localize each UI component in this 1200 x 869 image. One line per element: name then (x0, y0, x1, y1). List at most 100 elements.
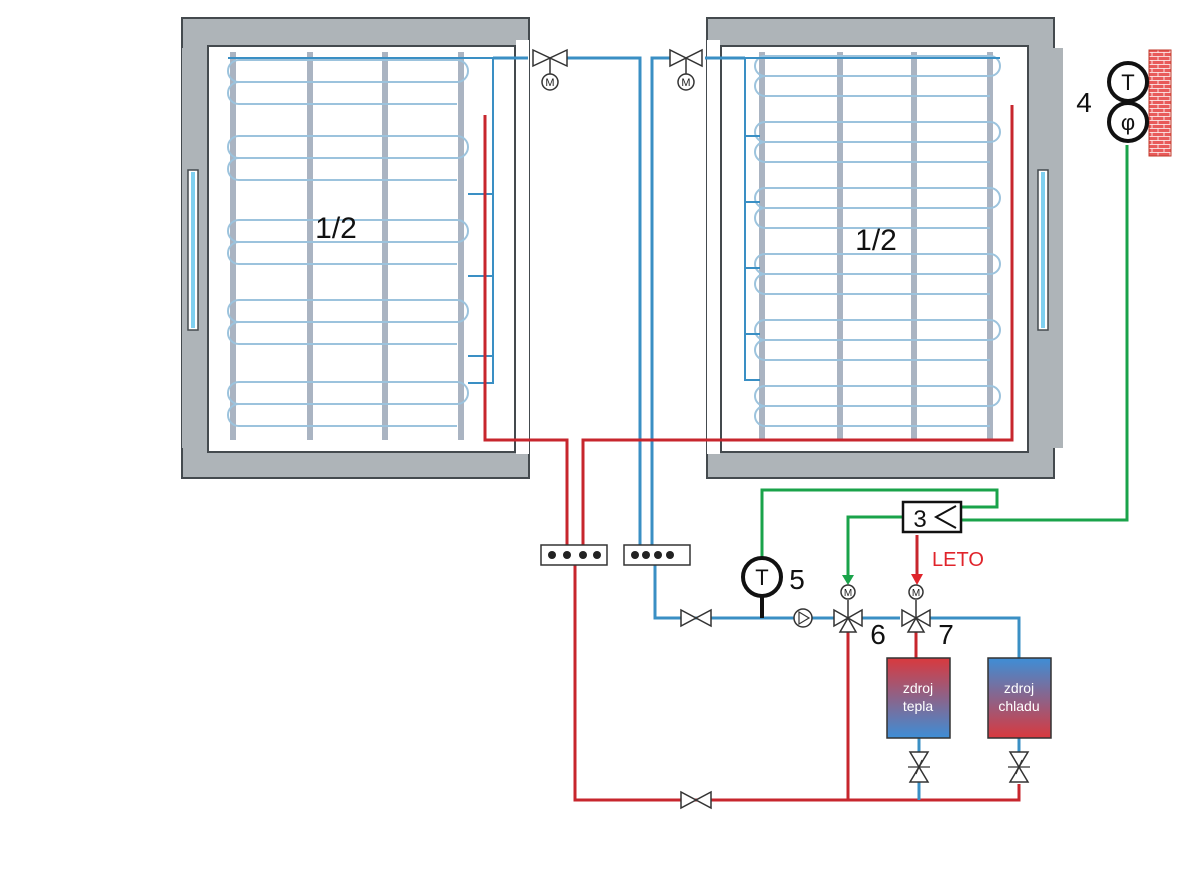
signal-wire (945, 145, 1129, 522)
room-floor (720, 45, 1029, 453)
controller-icon (901, 500, 963, 534)
circulation-pump[interactable] (793, 608, 813, 628)
room-floor (207, 45, 516, 453)
check-valve-icon (1008, 751, 1030, 769)
mixing-valve[interactable]: M (833, 584, 863, 633)
floor-coil (754, 187, 1001, 229)
controller[interactable]: 3 (901, 500, 963, 534)
signal-wire (846, 515, 903, 577)
signal-wire (760, 488, 999, 583)
supply-manifold (623, 544, 691, 566)
floor-rail (759, 52, 765, 440)
valve-icon (694, 608, 712, 628)
floor-rail (987, 52, 993, 440)
floor-rail (382, 52, 388, 440)
switching-valve[interactable]: M (901, 584, 931, 633)
floor-coil (754, 187, 766, 209)
floor-rail (307, 52, 313, 440)
supply-pipe (493, 56, 642, 560)
floor-rail (837, 52, 843, 440)
zone-valve-right[interactable]: M (669, 48, 703, 91)
floor-rail (458, 52, 464, 440)
rooms (181, 17, 1063, 479)
signal-arrow (842, 575, 854, 585)
motor-actuator-icon (541, 73, 559, 91)
motor-label: M (912, 588, 920, 599)
wall-side (1041, 48, 1063, 448)
summer-mode-label: LETO (932, 549, 984, 571)
valve-icon (846, 608, 863, 628)
motor-actuator-icon (840, 584, 856, 600)
valve-icon (548, 48, 568, 68)
supply-pipe (650, 56, 745, 560)
valve-icon (906, 616, 926, 633)
floor-coil (754, 121, 766, 143)
heat-source-label-1: zdroj (903, 680, 933, 696)
cool-source[interactable]: zdroj chladu (987, 657, 1052, 739)
window-glass (1041, 172, 1045, 328)
shutoff-valve-bypass[interactable] (680, 790, 712, 810)
floor-rail (911, 52, 917, 440)
outdoor-sensor[interactable]: T φ (1107, 49, 1172, 157)
collector-pipe (228, 57, 494, 384)
floor-coil (754, 55, 766, 77)
valve-icon (684, 48, 703, 68)
valve-icon (914, 608, 931, 628)
supply-pipe (860, 616, 1021, 658)
humidity-sensor-icon (1107, 101, 1149, 143)
check-valve-heat[interactable] (908, 751, 930, 783)
motor-label: M (545, 77, 554, 89)
outdoor-sensor-number: 4 (1076, 87, 1092, 118)
check-valve-cool[interactable] (1008, 751, 1030, 783)
return-pipe (573, 565, 1021, 802)
motor-actuator-icon (677, 73, 695, 91)
floor-rail (230, 52, 236, 440)
floor-coil (227, 135, 240, 159)
flow-sensor-number: 5 (789, 564, 805, 595)
heat-source-label-2: tepla (903, 698, 934, 714)
cool-source-label-2: chladu (998, 698, 1039, 714)
zone-right-label: 1/2 (855, 224, 897, 257)
floor-coil (754, 55, 1001, 97)
motor-actuator-icon (908, 584, 924, 600)
shutoff-valve-supply[interactable] (680, 608, 712, 628)
floor-coil (754, 385, 766, 407)
floor-coil (227, 299, 469, 345)
valve-icon (680, 608, 698, 628)
zone-left-label: 1/2 (315, 212, 357, 245)
floor-coil (227, 299, 240, 323)
valve-icon (833, 608, 850, 628)
supply-pipe (653, 565, 838, 620)
flow-temperature-sensor[interactable]: T (741, 556, 783, 618)
valve-icon (694, 790, 712, 810)
heat-source[interactable]: zdroj tepla (886, 657, 951, 739)
floor-coil (227, 219, 469, 265)
floor-coil (227, 219, 240, 243)
floor-coil (754, 385, 1001, 427)
motor-label: M (844, 588, 852, 599)
window-glass (191, 172, 195, 328)
return-manifold (540, 544, 608, 566)
switch-valve-number: 7 (938, 619, 954, 650)
return-pipe (581, 105, 1014, 560)
valve-icon (680, 790, 698, 810)
summer-signal-arrow (911, 574, 923, 585)
floor-coil (227, 135, 469, 181)
floor-coil (227, 381, 469, 427)
room-left (181, 17, 530, 479)
floor-coil (227, 59, 240, 83)
room-right (706, 17, 1063, 479)
controller-number: 3 (913, 506, 926, 533)
floor-coil (754, 121, 1001, 163)
cool-source-label-1: zdroj (1004, 680, 1034, 696)
valve-icon (838, 616, 858, 633)
floor-coil (754, 319, 766, 341)
check-valve-icon (908, 751, 930, 769)
collector-pipe (744, 57, 1000, 381)
temperature-sensor-icon (741, 556, 783, 598)
floor-coil (227, 381, 240, 405)
zone-valve-left[interactable]: M (532, 48, 568, 91)
valve-icon (901, 608, 918, 628)
valve-icon (669, 48, 688, 68)
